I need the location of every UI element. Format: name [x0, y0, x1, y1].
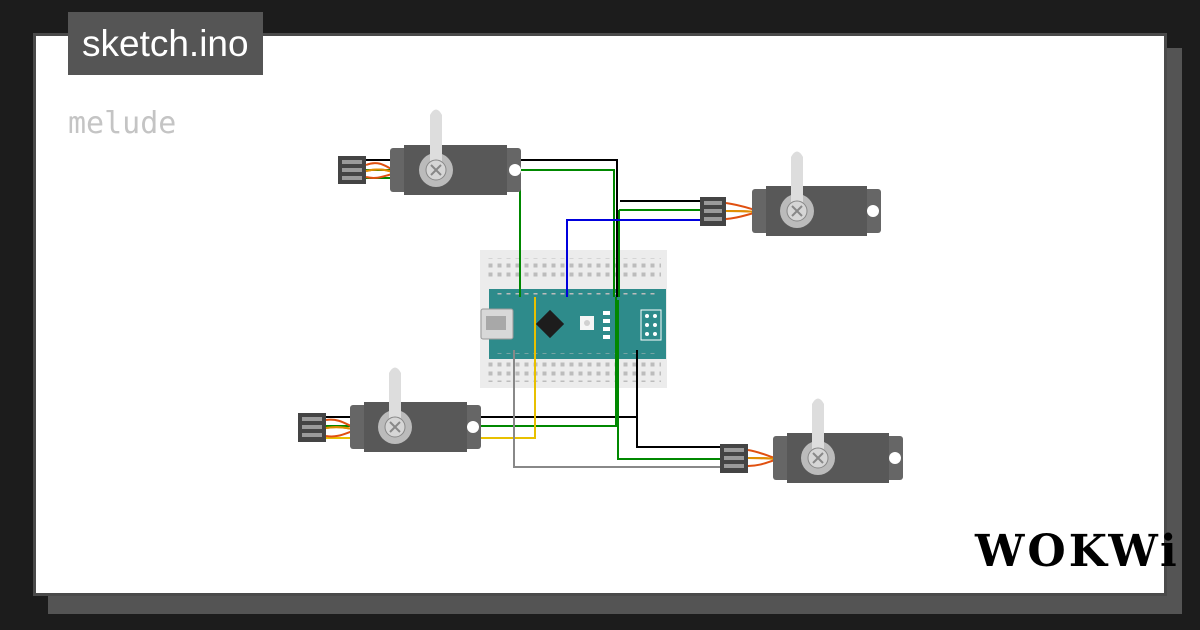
microchip-icon: [535, 309, 565, 339]
icsp-header: [640, 309, 662, 341]
servo-motor[interactable]: [298, 367, 481, 453]
wire-black: [636, 355, 722, 448]
servo-motor[interactable]: [720, 398, 903, 484]
wokwi-logo: WOKWi: [975, 526, 1180, 577]
servo-motor[interactable]: [338, 109, 521, 196]
usb-port-icon: [480, 308, 514, 340]
wire-blue: [566, 219, 720, 297]
status-leds: [603, 311, 610, 339]
wire-green: [617, 300, 722, 460]
arduino-nano-board[interactable]: [480, 289, 666, 359]
servo-motor[interactable]: [700, 151, 881, 237]
wire-gray: [513, 350, 722, 468]
wires: [300, 159, 722, 468]
sketch-file-tab[interactable]: sketch.ino: [68, 12, 263, 75]
header-pins: [496, 293, 656, 354]
project-name: melude: [68, 106, 177, 141]
